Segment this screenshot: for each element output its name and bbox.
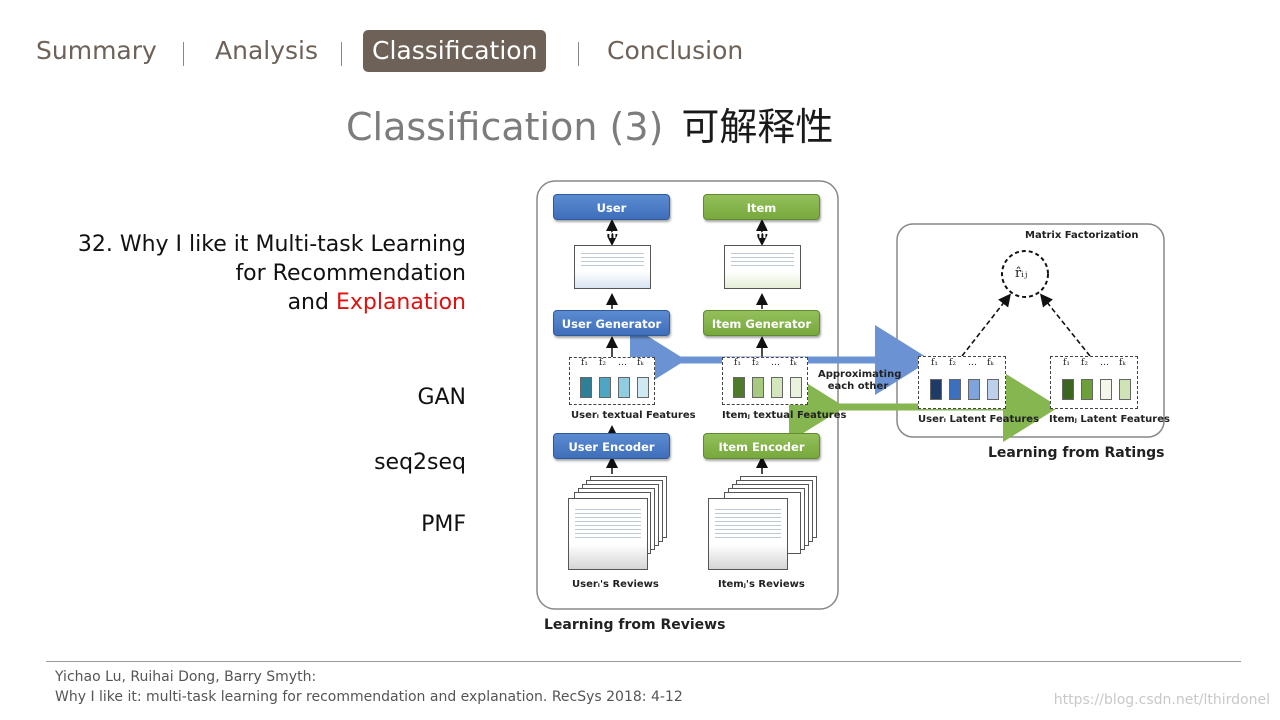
feature-cell xyxy=(949,379,961,400)
user-textual-features-box: f₁ f₂ … fₖ xyxy=(569,357,655,405)
slide-title-main: Classification (3) xyxy=(346,105,664,149)
feature-cell xyxy=(930,379,942,400)
feature-cell xyxy=(637,377,649,398)
feature-cell xyxy=(987,379,999,400)
tab-analysis[interactable]: Analysis xyxy=(215,36,319,65)
rating-node xyxy=(1001,250,1049,298)
tab-separator xyxy=(341,42,342,66)
feature-label: f₁ xyxy=(581,358,588,368)
tab-separator xyxy=(183,42,184,66)
item-encoder-box: Item Encoder xyxy=(703,433,820,459)
user-generator-box: User Generator xyxy=(553,310,670,336)
feature-cell xyxy=(733,377,745,398)
item-textual-features-box: f₁ f₂ … fₖ xyxy=(722,357,808,405)
user-textual-label: Userᵢ textual Features xyxy=(571,410,696,421)
slide-title: Classification (3) 可解释性 xyxy=(346,96,833,151)
feature-cell xyxy=(1119,379,1131,400)
feature-cell xyxy=(599,377,611,398)
rating-symbol: r̂ᵢⱼ xyxy=(1015,266,1028,281)
item-reviews-label: Itemⱼ's Reviews xyxy=(718,579,805,590)
user-latent-label: Userᵢ Latent Features xyxy=(918,414,1040,425)
paper-title-line2: for Recommendation xyxy=(235,261,466,286)
review-doc xyxy=(708,498,788,570)
paper-title-accent: Explanation xyxy=(335,290,466,315)
learning-from-ratings-label: Learning from Ratings xyxy=(988,445,1165,461)
feature-label: fₖ xyxy=(637,358,644,368)
feature-label: fₖ xyxy=(790,358,797,368)
feature-label: f₂ xyxy=(949,358,956,368)
paper-title-line3-prefix: and xyxy=(287,290,336,315)
feature-label: … xyxy=(618,358,627,368)
keyword-pmf: PMF xyxy=(421,512,466,537)
feature-cell xyxy=(1081,379,1093,400)
learning-from-reviews-label: Learning from Reviews xyxy=(544,617,726,633)
user-generated-doc xyxy=(574,245,651,289)
feature-label: f₂ xyxy=(1081,358,1088,368)
feature-cell xyxy=(1100,379,1112,400)
matrix-factorization-label: Matrix Factorization xyxy=(1025,230,1139,241)
feature-label: fₖ xyxy=(987,358,994,368)
paper-title: 32. Why I like it Multi-task Learning fo… xyxy=(78,230,466,317)
feature-cell xyxy=(1062,379,1074,400)
item-generator-box: Item Generator xyxy=(703,310,820,336)
keyword-gan: GAN xyxy=(417,385,466,410)
feature-cell xyxy=(580,377,592,398)
user-reviews-label: Userᵢ's Reviews xyxy=(572,579,659,590)
paper-title-line3: and Explanation xyxy=(78,288,466,317)
user-latent-features-box: f₁ f₂ … fₖ xyxy=(918,356,1006,409)
feature-label: f₂ xyxy=(599,358,606,368)
review-doc xyxy=(568,498,648,570)
watermark: https://blog.csdn.net/lthirdonel xyxy=(1053,692,1270,708)
feature-label: f₁ xyxy=(734,358,741,368)
tab-classification[interactable]: Classification xyxy=(363,30,547,72)
item-generated-doc xyxy=(724,245,801,289)
feature-cell xyxy=(968,379,980,400)
footer-divider xyxy=(46,661,1241,662)
tab-separator xyxy=(578,42,579,66)
feature-label: fₖ xyxy=(1119,358,1126,368)
feature-label: … xyxy=(771,358,780,368)
user-discriminator-box: User Discriminator xyxy=(553,194,670,241)
user-encoder-box: User Encoder xyxy=(553,433,670,459)
feature-label: f₁ xyxy=(1063,358,1070,368)
citation-reference: Why I like it: multi-task learning for r… xyxy=(55,689,683,705)
slide-title-cn: 可解释性 xyxy=(681,105,834,149)
tab-summary[interactable]: Summary xyxy=(36,36,157,65)
feature-label: f₁ xyxy=(931,358,938,368)
feature-cell xyxy=(790,377,802,398)
feature-cell xyxy=(752,377,764,398)
feature-cell xyxy=(618,377,630,398)
item-latent-features-box: f₁ f₂ … fₖ xyxy=(1050,356,1138,409)
feature-label: … xyxy=(968,358,977,368)
item-latent-label: Itemⱼ Latent Features xyxy=(1049,414,1170,425)
item-discriminator-box: Item Discriminator xyxy=(703,194,820,241)
feature-cell xyxy=(771,377,783,398)
citation-authors: Yichao Lu, Ruihai Dong, Barry Smyth: xyxy=(55,669,317,685)
item-textual-label: Itemⱼ textual Features xyxy=(722,410,847,421)
paper-title-line1: 32. Why I like it Multi-task Learning xyxy=(77,232,466,257)
feature-label: … xyxy=(1100,358,1109,368)
approximating-label: Approximating each other xyxy=(818,369,902,392)
section-nav: Summary Analysis Classification Conclusi… xyxy=(0,30,1280,78)
keyword-seq2seq: seq2seq xyxy=(374,450,466,475)
feature-label: f₂ xyxy=(752,358,759,368)
tab-conclusion[interactable]: Conclusion xyxy=(607,36,744,65)
